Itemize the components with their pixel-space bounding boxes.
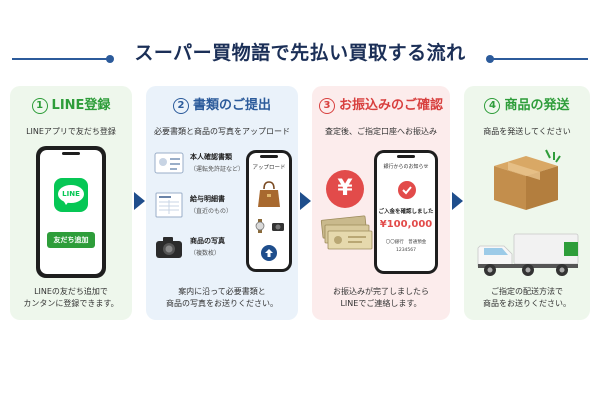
caption-line: LINEでご連絡します。 [340,299,422,308]
step-title: 商品の発送 [504,98,570,113]
title-divider-left [12,58,108,60]
line-logo-text: LINE [62,190,80,198]
step-number: 2 [172,98,189,114]
step-number: 1 [31,98,48,114]
document-item-photos: 商品の写真 （複数枚） [154,232,244,264]
caption-line: LINEの友だち追加で [34,287,108,296]
bank-name: 〇〇銀行 普通預金 [385,240,427,245]
handbag-icon [258,181,280,207]
deposit-confirmation-text: ご入金を確認しました [378,209,434,215]
step-caption: 案内に沿って必要書類と 商品の写真をお送りください。 [146,286,298,310]
banknotes-icon [320,215,373,250]
smartphone-illustration: 銀行からのお知らせ ご入金を確認しました ¥100,000 〇〇銀行 普通預金 … [374,150,438,274]
document-item-id: 本人確認書類 （運転免許証など） [154,148,244,180]
id-card-icon [154,152,184,174]
document-subtitle: （直近のもの） [190,208,233,215]
step-caption: LINEの友だち追加で カンタンに登録できます。 [10,286,132,310]
step-subtitle: 商品を発送してください [483,127,571,136]
step-caption: お振込みが完了しましたら LINEでご連絡します。 [312,286,450,310]
caption-line: 案内に沿って必要書類と [178,287,266,296]
step-subtitle: 査定後、ご指定口座へお振込み [325,127,437,136]
bank-notification-header: 銀行からのお知らせ [383,164,429,170]
title-row: スーパー買物語で先払い買取する流れ [0,38,600,68]
title-divider-right [492,58,588,60]
arrow-right-icon [452,192,463,210]
step-subtitle: LINEアプリで友だち登録 [26,127,116,136]
caption-line: お振込みが完了しましたら [333,287,429,296]
document-item-payslip: 給与明細書 （直近のもの） [154,190,244,222]
smartphone-illustration: アップロード [246,150,292,272]
document-subtitle: （複数枚） [190,250,221,257]
camera-icon [272,223,284,231]
arrow-right-icon [134,192,145,210]
cardboard-box-icon [494,149,561,210]
smartphone-illustration: LINE 友だち追加 [36,146,106,278]
upload-label: アップロード [252,165,286,171]
caption-line: カンタンに登録できます。 [23,299,119,308]
step-number: 3 [318,98,335,114]
step-number: 4 [484,98,501,114]
document-title: 本人確認書類 [190,153,232,161]
camera-icon [156,237,182,258]
document-title: 商品の写真 [190,237,225,245]
caption-line: 商品をお送りください。 [483,299,571,308]
caption-line: ご指定の配送方法で [491,287,563,296]
add-friend-button: 友だち追加 [47,232,95,248]
arrow-right-icon [300,192,311,210]
step-caption: ご指定の配送方法で 商品をお送りください。 [464,286,590,310]
delivery-truck-icon [477,233,579,276]
step-title: 書類のご提出 [192,98,271,113]
document-subtitle: （運転免許証など） [190,166,245,173]
check-icon [398,181,416,199]
page-title: スーパー買物語で先払い買取する流れ [134,42,466,64]
watch-icon [255,219,265,233]
step-subtitle: 必要書類と商品の写真をアップロード [154,127,290,136]
line-app-icon: LINE [54,178,88,212]
upload-icon [261,245,277,261]
yen-coin-icon: ¥ [326,170,364,208]
title-dot-left [106,55,114,63]
deposit-amount: ¥100,000 [379,219,433,230]
title-dot-right [486,55,494,63]
payslip-icon [155,192,183,218]
step-title: お振込みのご確認 [338,98,443,113]
caption-line: 商品の写真をお送りください。 [166,299,278,308]
document-title: 給与明細書 [190,195,225,203]
step-title: LINE登録 [51,98,111,113]
account-number: 1234567 [395,248,417,253]
